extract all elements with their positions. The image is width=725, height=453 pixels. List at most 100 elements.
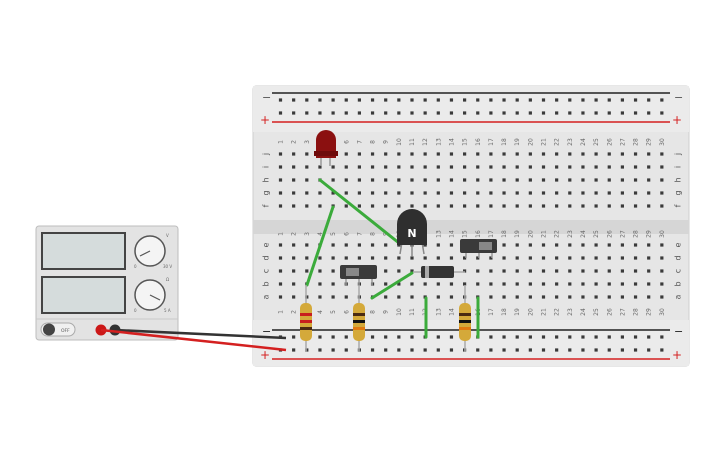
- hole[interactable]: [397, 178, 401, 182]
- hole[interactable]: [581, 256, 585, 260]
- hole[interactable]: [568, 204, 572, 208]
- hole[interactable]: [357, 204, 361, 208]
- rail-hole[interactable]: [476, 111, 480, 115]
- hole[interactable]: [370, 191, 375, 195]
- hole[interactable]: [423, 256, 427, 260]
- hole[interactable]: [305, 191, 309, 195]
- hole[interactable]: [581, 269, 585, 273]
- hole[interactable]: [647, 295, 651, 299]
- rail-hole[interactable]: [397, 98, 401, 102]
- rail-hole[interactable]: [489, 98, 493, 102]
- hole[interactable]: [463, 204, 467, 208]
- hole[interactable]: [633, 243, 638, 247]
- hole[interactable]: [423, 152, 427, 156]
- hole[interactable]: [318, 204, 322, 208]
- hole[interactable]: [370, 165, 375, 169]
- rail-hole[interactable]: [581, 111, 585, 115]
- hole[interactable]: [541, 178, 546, 182]
- hole[interactable]: [370, 243, 375, 247]
- hole[interactable]: [305, 165, 309, 169]
- rail-hole[interactable]: [647, 111, 651, 115]
- rail-hole[interactable]: [292, 98, 296, 102]
- hole[interactable]: [344, 243, 348, 247]
- rail-hole[interactable]: [410, 335, 414, 339]
- rail-hole[interactable]: [318, 111, 322, 115]
- rail-hole[interactable]: [344, 111, 348, 115]
- hole[interactable]: [515, 152, 519, 156]
- hole[interactable]: [660, 282, 664, 286]
- hole[interactable]: [620, 256, 624, 260]
- hole[interactable]: [607, 152, 611, 156]
- rail-hole[interactable]: [397, 335, 401, 339]
- hole[interactable]: [344, 295, 348, 299]
- rail-hole[interactable]: [436, 98, 440, 102]
- rail-hole[interactable]: [515, 348, 519, 352]
- hole[interactable]: [568, 282, 572, 286]
- hole[interactable]: [449, 243, 454, 247]
- hole[interactable]: [410, 165, 414, 169]
- hole[interactable]: [647, 256, 651, 260]
- hole[interactable]: [541, 165, 546, 169]
- hole[interactable]: [528, 178, 532, 182]
- hole[interactable]: [660, 204, 664, 208]
- hole[interactable]: [594, 204, 598, 208]
- hole[interactable]: [515, 191, 519, 195]
- hole[interactable]: [292, 165, 296, 169]
- rail-hole[interactable]: [305, 111, 309, 115]
- rail-hole[interactable]: [541, 348, 546, 352]
- hole[interactable]: [489, 295, 493, 299]
- rail-hole[interactable]: [607, 335, 611, 339]
- hole[interactable]: [647, 191, 651, 195]
- hole[interactable]: [528, 204, 532, 208]
- rail-hole[interactable]: [489, 111, 493, 115]
- rail-hole[interactable]: [436, 111, 440, 115]
- hole[interactable]: [278, 295, 283, 299]
- resistor-3[interactable]: [459, 285, 471, 352]
- rail-hole[interactable]: [449, 348, 454, 352]
- hole[interactable]: [476, 204, 480, 208]
- hole[interactable]: [476, 282, 480, 286]
- rail-hole[interactable]: [515, 335, 519, 339]
- rail-hole[interactable]: [594, 348, 598, 352]
- hole[interactable]: [384, 269, 388, 273]
- wire-led-to-transistor[interactable]: [318, 178, 401, 245]
- hole[interactable]: [305, 204, 309, 208]
- rail-hole[interactable]: [568, 111, 572, 115]
- rail-hole[interactable]: [594, 111, 598, 115]
- hole[interactable]: [331, 282, 335, 286]
- hole[interactable]: [594, 152, 598, 156]
- hole[interactable]: [515, 204, 519, 208]
- hole[interactable]: [528, 269, 532, 273]
- hole[interactable]: [357, 191, 361, 195]
- hole[interactable]: [463, 152, 467, 156]
- hole[interactable]: [568, 243, 572, 247]
- rail-hole[interactable]: [423, 348, 427, 352]
- rail-hole[interactable]: [331, 348, 335, 352]
- hole[interactable]: [476, 269, 480, 273]
- rail-hole[interactable]: [633, 348, 638, 352]
- hole[interactable]: [502, 269, 506, 273]
- hole[interactable]: [594, 178, 598, 182]
- hole[interactable]: [449, 191, 454, 195]
- hole[interactable]: [397, 191, 401, 195]
- hole[interactable]: [397, 269, 401, 273]
- hole[interactable]: [502, 152, 506, 156]
- hole[interactable]: [647, 269, 651, 273]
- hole[interactable]: [357, 165, 361, 169]
- hole[interactable]: [384, 282, 388, 286]
- hole[interactable]: [660, 165, 664, 169]
- hole[interactable]: [318, 256, 322, 260]
- hole[interactable]: [633, 204, 638, 208]
- hole[interactable]: [449, 256, 454, 260]
- hole[interactable]: [305, 269, 309, 273]
- hole[interactable]: [463, 282, 467, 286]
- rail-hole[interactable]: [528, 98, 532, 102]
- rail-hole[interactable]: [633, 111, 638, 115]
- hole[interactable]: [476, 178, 480, 182]
- rail-hole[interactable]: [410, 348, 414, 352]
- rail-hole[interactable]: [463, 111, 467, 115]
- rail-hole[interactable]: [449, 335, 454, 339]
- hole[interactable]: [476, 165, 480, 169]
- hole[interactable]: [410, 204, 414, 208]
- hole[interactable]: [305, 178, 309, 182]
